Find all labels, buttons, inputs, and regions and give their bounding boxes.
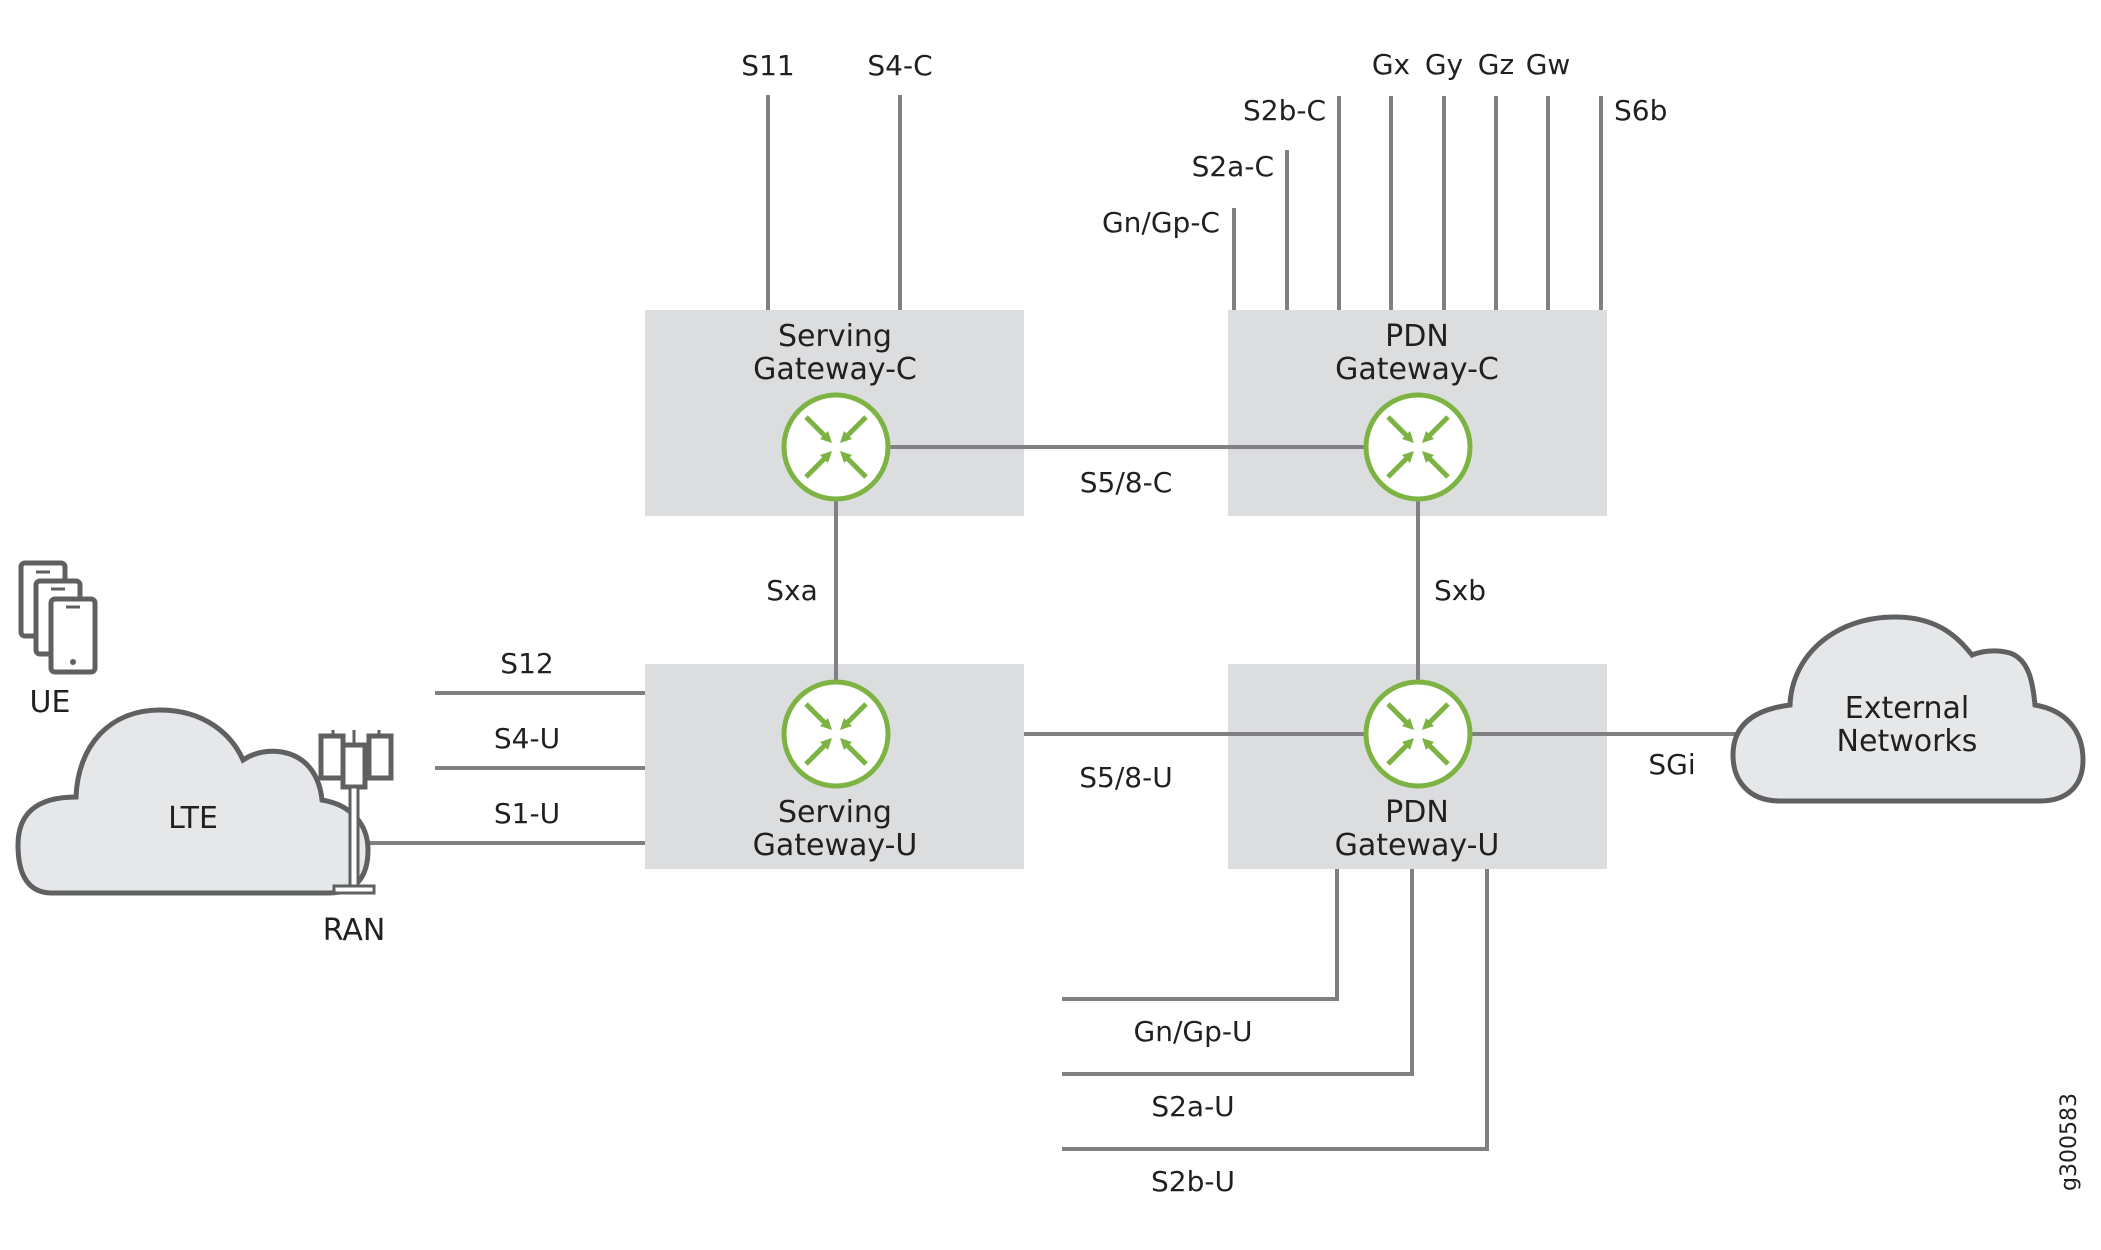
gz-label: Gz: [1478, 48, 1514, 81]
mobile-devices-icon: [18, 560, 98, 675]
s2a-c-label: S2a-C: [1192, 150, 1274, 183]
s2b-u-label: S2b-U: [1151, 1165, 1235, 1198]
ran-label: RAN: [323, 913, 386, 948]
pdn-gateway-u-router-icon: [1366, 682, 1470, 786]
s12-label: S12: [500, 647, 553, 680]
s2b-c-label: S2b-C: [1243, 94, 1326, 127]
gn-gp-u-label: Gn/Gp-U: [1134, 1015, 1253, 1048]
gn-gp-u-link: [1062, 869, 1339, 1001]
pdn-gateway-c-label-line2: Gateway-C: [1335, 352, 1499, 387]
serving-gateway-u-router-icon: [784, 682, 888, 786]
external-networks-label-line2: Networks: [1837, 724, 1978, 759]
sxa-label: Sxa: [766, 574, 818, 607]
ue-label: UE: [30, 685, 71, 720]
serving-gateway-c-router-icon: [784, 395, 888, 499]
s2b-u-link: [1062, 869, 1489, 1151]
serving-gateway-u-label-line2: Gateway-U: [753, 828, 918, 863]
serving-gateway-c-label-line1: Serving: [778, 319, 892, 354]
s4c-label: S4-C: [867, 49, 932, 82]
sgi-label: SGi: [1648, 748, 1695, 781]
gw-label: Gw: [1526, 48, 1571, 81]
serving-gateway-u-label-line1: Serving: [778, 795, 892, 830]
serving-gateway-c-label-line2: Gateway-C: [753, 352, 917, 387]
gx-label: Gx: [1372, 48, 1410, 81]
s11-label: S11: [741, 49, 794, 82]
gn-gp-c-label: Gn/Gp-C: [1102, 206, 1220, 239]
s5-8-c-label: S5/8-C: [1080, 466, 1173, 499]
pdn-gateway-u-label-line1: PDN: [1385, 795, 1449, 830]
pdn-gateway-c-label-line1: PDN: [1385, 319, 1449, 354]
lte-cloud-icon: [15, 707, 371, 896]
cell-tower-icon: [318, 730, 394, 895]
lte-label: LTE: [168, 801, 218, 836]
s2a-u-link: [1062, 869, 1414, 1076]
s5-8-u-label: S5/8-U: [1079, 761, 1172, 794]
s6b-label: S6b: [1614, 94, 1667, 127]
pdn-gateway-c-router-icon: [1366, 395, 1470, 499]
sxb-label: Sxb: [1434, 574, 1486, 607]
s4u-label: S4-U: [494, 722, 560, 755]
figure-id: g300583: [2057, 1093, 2082, 1191]
s2a-u-label: S2a-U: [1151, 1090, 1234, 1123]
s1u-label: S1-U: [494, 797, 560, 830]
gy-label: Gy: [1425, 48, 1463, 81]
external-networks-label-line1: External: [1845, 691, 1969, 726]
pdn-gateway-u-label-line2: Gateway-U: [1335, 828, 1500, 863]
external-networks-cloud-icon: [1730, 614, 2086, 804]
